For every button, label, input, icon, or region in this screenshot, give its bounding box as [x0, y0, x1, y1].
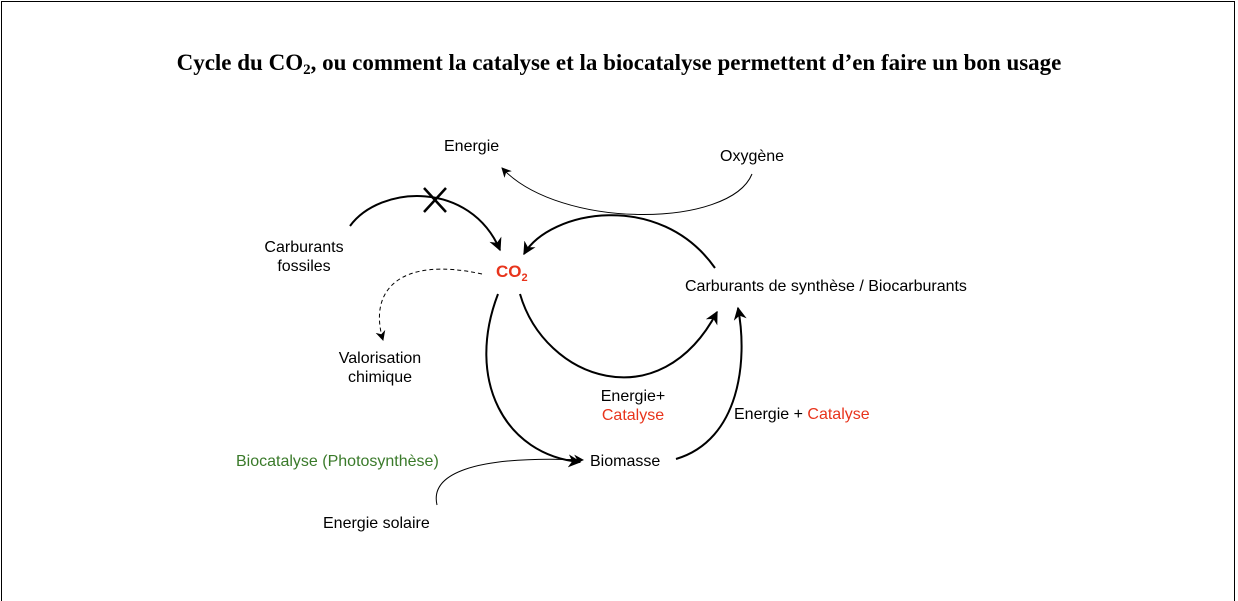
arrow-co2-to-biomasse	[485, 293, 582, 468]
arrow-biomasse-to-synthese	[675, 306, 747, 460]
valorisation-line2: chimique	[347, 369, 413, 386]
diagram-title: Cycle du CO2, ou comment la catalyse et …	[176, 50, 1062, 78]
arrow-co2-to-valorisation	[375, 268, 483, 341]
arrow-oxygene-to-energie	[501, 167, 753, 215]
arrow-synthese-to-co2	[523, 214, 716, 269]
node-carburants-synthese: Carburants de synthèse / Biocarburants	[685, 278, 967, 295]
node-energie-solaire: Energie solaire	[323, 515, 430, 532]
node-biomasse: Biomasse	[590, 453, 661, 470]
node-co2: CO2	[496, 262, 528, 284]
arrow-fossiles-to-co2	[349, 195, 502, 252]
node-oxygene: Oxygène	[720, 148, 785, 165]
carburants-fossiles-line1: Carburants	[264, 239, 344, 256]
cross-mark	[423, 187, 447, 213]
carburants-fossiles-line2: fossiles	[277, 258, 331, 275]
arrow-solaire-to-biomasse	[435, 454, 584, 506]
arrow-co2-to-synthese	[519, 293, 718, 379]
node-valorisation-chimique: Valorisation chimique	[325, 349, 435, 387]
catalyse-text-1: Catalyse	[601, 407, 665, 424]
label-energie-catalyse-2: Energie + Catalyse	[734, 406, 870, 423]
node-energie: Energie	[444, 138, 500, 155]
energie-plus-text: Energie+	[600, 388, 666, 405]
valorisation-line1: Valorisation	[338, 350, 422, 367]
node-carburants-fossiles: Carburants fossiles	[256, 238, 352, 276]
label-biocatalyse: Biocatalyse (Photosynthèse)	[236, 453, 439, 470]
label-energie-catalyse-1: Energie+ Catalyse	[578, 387, 688, 425]
